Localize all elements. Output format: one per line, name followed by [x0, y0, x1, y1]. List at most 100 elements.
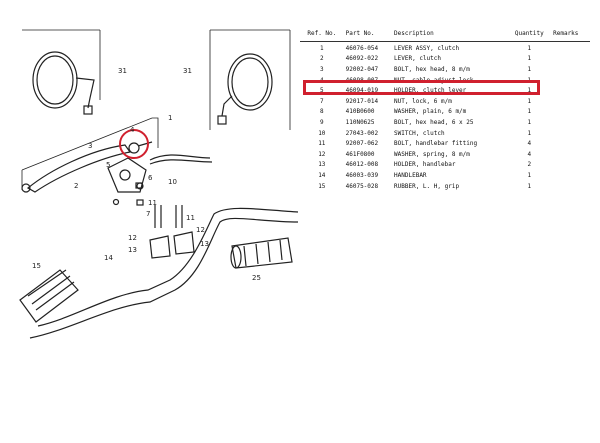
- callout-15: 15: [32, 262, 41, 270]
- cell-remarks: [551, 84, 590, 95]
- cell-remarks: [551, 137, 590, 148]
- clutch-lever: [21, 144, 132, 193]
- cell-part-no: 46076-054: [345, 44, 379, 52]
- header-part-no: Part No.: [343, 30, 393, 42]
- cell-ref-no: 12: [318, 150, 326, 158]
- cell-remarks: [551, 116, 590, 127]
- cell-part-no: 110N0625: [345, 118, 375, 126]
- cell-part-no: 46094-019: [345, 87, 379, 95]
- callout-25: 25: [252, 274, 261, 282]
- mirror-right: [217, 53, 273, 125]
- cell-ref-no: 13: [318, 161, 326, 169]
- cell-description: NUT, lock, 6 m/m: [394, 97, 452, 105]
- handlebar: [29, 207, 299, 339]
- mirror-left: [32, 51, 95, 115]
- cell-remarks: [551, 180, 590, 191]
- callout-1: 1: [168, 114, 172, 122]
- cell-remarks: [551, 127, 590, 138]
- cell-ref-no: 11: [318, 140, 326, 148]
- parts-table: Ref. No. Part No. Description Quantity R…: [300, 30, 590, 190]
- callout-4: 4: [130, 126, 135, 134]
- table-row: 11 92007-062 BOLT, handlebar fitting 4: [300, 137, 590, 148]
- header-description: Description: [392, 30, 508, 42]
- cell-ref-no: 8: [320, 108, 324, 116]
- callout-11-a: 11: [148, 199, 157, 207]
- cell-quantity: 2: [527, 161, 532, 169]
- parts-list: Ref. No. Part No. Description Quantity R…: [300, 30, 590, 190]
- callout-3: 3: [88, 142, 92, 150]
- cell-quantity: 1: [527, 182, 532, 190]
- callout-13-b: 13: [200, 240, 209, 248]
- cell-quantity: 1: [527, 55, 532, 63]
- cell-description: SWITCH, clutch: [394, 129, 445, 137]
- cell-description: RUBBER, L. H, grip: [394, 182, 460, 190]
- cell-ref-no: 3: [320, 65, 324, 73]
- cell-description: BOLT, hex head, 8 m/m: [394, 65, 470, 73]
- cell-remarks: [551, 169, 590, 180]
- cell-remarks: [551, 106, 590, 117]
- header-quantity: Quantity: [507, 30, 552, 42]
- cell-quantity: 1: [527, 97, 532, 105]
- cell-part-no: 46012-008: [345, 161, 379, 169]
- cell-description: HANDLEBAR: [394, 171, 427, 179]
- cell-part-no: 27043-002: [345, 129, 379, 137]
- cell-remarks: [551, 95, 590, 106]
- callout-31-left: 31: [118, 67, 127, 75]
- cell-remarks: [551, 42, 590, 53]
- table-header-row: Ref. No. Part No. Description Quantity R…: [300, 30, 590, 42]
- cell-part-no: 46003-039: [345, 171, 379, 179]
- cell-remarks: [551, 74, 590, 85]
- cell-description: WASHER, spring, 8 m/m: [394, 150, 470, 158]
- exploded-parts-diagram: 31 31 1 4 3 2 5 6 10 7 11 11 12 12 13 13…: [19, 29, 299, 339]
- grip-left: [19, 269, 79, 323]
- cell-description: LEVER ASSY, clutch: [394, 44, 460, 52]
- cell-ref-no: 14: [318, 171, 326, 179]
- header-remarks: Remarks: [551, 30, 590, 42]
- callout-13-a: 13: [128, 246, 137, 254]
- callout-12-b: 12: [196, 226, 205, 234]
- cell-part-no: 410B0600: [345, 108, 375, 116]
- grip-right: [230, 237, 293, 269]
- callout-10: 10: [168, 178, 177, 186]
- cell-remarks: [551, 63, 590, 74]
- cell-ref-no: 10: [318, 129, 326, 137]
- cell-part-no: 92007-062: [345, 140, 379, 148]
- callout-5: 5: [106, 161, 110, 169]
- cell-ref-no: 7: [320, 97, 324, 105]
- cell-description: LEVER, clutch: [394, 55, 441, 63]
- cell-ref-no: 5: [320, 87, 324, 95]
- cell-quantity: 4: [527, 140, 532, 148]
- lever-holder: [107, 157, 147, 193]
- cell-description: BOLT, handlebar fitting: [394, 140, 478, 148]
- callout-31-right: 31: [183, 67, 192, 75]
- callout-14: 14: [104, 254, 113, 262]
- cell-quantity: 4: [527, 150, 532, 158]
- cell-ref-no: 2: [320, 55, 324, 63]
- cell-quantity: 1: [527, 44, 532, 52]
- cell-part-no: 92017-014: [345, 97, 379, 105]
- cell-description: WASHER, plain, 6 m/m: [394, 108, 467, 116]
- cell-description: BOLT, hex head, 6 x 25: [394, 118, 474, 126]
- callout-11-b: 11: [186, 214, 195, 222]
- cell-quantity: 1: [527, 129, 532, 137]
- table-row: 1 46076-054 LEVER ASSY, clutch 1: [300, 42, 590, 53]
- table-row: 7 92017-014 NUT, lock, 6 m/m 1: [300, 95, 590, 106]
- cell-part-no: 92002-047: [345, 65, 379, 73]
- highlight-box: [303, 80, 540, 95]
- cell-remarks: [551, 148, 590, 159]
- cell-part-no: 461F0800: [345, 150, 375, 158]
- callout-12-a: 12: [128, 234, 137, 242]
- cell-description: HOLDER, clutch lever: [394, 87, 467, 95]
- cell-remarks: [551, 159, 590, 170]
- table-row: 8 410B0600 WASHER, plain, 6 m/m 1: [300, 106, 590, 117]
- cell-quantity: 1: [527, 108, 532, 116]
- cell-quantity: 1: [527, 87, 532, 95]
- cell-ref-no: 1: [320, 44, 324, 52]
- callout-6: 6: [148, 174, 153, 182]
